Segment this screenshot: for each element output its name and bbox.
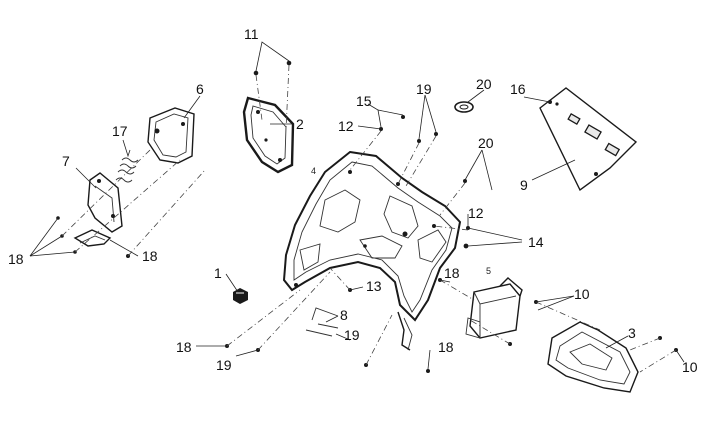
callout-3: 3 — [628, 325, 636, 341]
callout-11: 11 — [244, 26, 259, 42]
part-2-frame — [242, 96, 295, 174]
part-5-box — [465, 277, 523, 339]
callout-10-bottom: 10 — [682, 359, 698, 375]
marker-4: 4 — [311, 166, 316, 176]
callout-18-bottom-mid: 18 — [438, 339, 454, 355]
callout-2: 2 — [296, 116, 304, 132]
callout-18-left: 18 — [8, 251, 24, 267]
part-17-spring — [115, 157, 139, 183]
part-1-nut — [233, 288, 248, 304]
callout-13: 13 — [366, 278, 382, 294]
callout-19-bottom-left: 19 — [216, 357, 232, 373]
callout-19-top: 19 — [416, 81, 432, 97]
callout-18-bottom-left: 18 — [176, 339, 192, 355]
callout-12-top: 12 — [338, 118, 354, 134]
callout-14: 14 — [528, 234, 544, 250]
part-6-cover — [147, 107, 195, 164]
callout-6: 6 — [196, 81, 204, 97]
callout-7: 7 — [62, 153, 70, 169]
callout-19-bottom-mid: 19 — [344, 327, 360, 343]
callout-1: 1 — [214, 265, 222, 281]
callout-10-top: 10 — [574, 286, 590, 302]
assembly-lines — [61, 64, 677, 373]
callout-20-right: 20 — [478, 135, 494, 151]
callout-18-middle: 18 — [444, 265, 460, 281]
part-7-bracket — [73, 172, 123, 247]
callout-12-right: 12 — [468, 205, 484, 221]
callout-18-mid-left: 18 — [142, 248, 158, 264]
callout-8: 8 — [340, 307, 348, 323]
callout-9: 9 — [520, 177, 528, 193]
callout-15: 15 — [356, 93, 372, 109]
part-8-clips — [305, 307, 339, 337]
marker-5: 5 — [486, 266, 491, 276]
callout-labels: 11 2 6 7 17 18 18 1 15 12 19 20 16 9 20 … — [8, 26, 698, 375]
callout-16: 16 — [510, 81, 526, 97]
callout-20-top: 20 — [476, 76, 492, 92]
part-9-switch-plate — [539, 87, 638, 192]
part-20-washer — [454, 101, 474, 113]
part-3-lower-cover — [547, 321, 639, 393]
callout-17: 17 — [112, 123, 128, 139]
main-inner-panel — [282, 150, 462, 351]
leader-lines — [29, 41, 685, 370]
